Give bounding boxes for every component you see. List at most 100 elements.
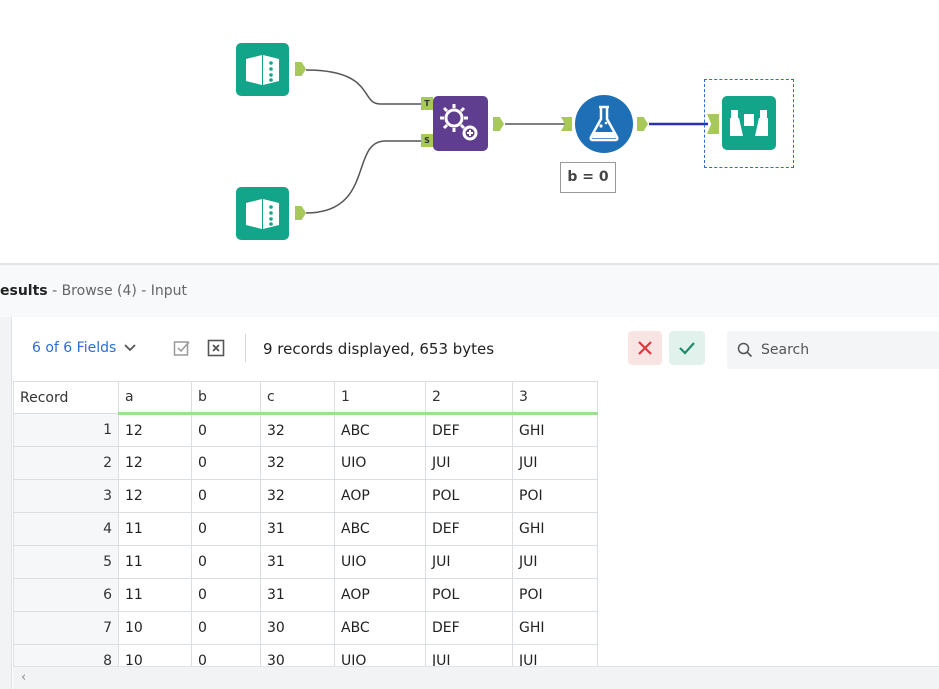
clear-square-icon[interactable] bbox=[207, 339, 225, 357]
browse-tool[interactable] bbox=[722, 96, 776, 150]
table-cell[interactable]: 12 bbox=[118, 479, 192, 513]
table-cell[interactable]: JUI bbox=[425, 644, 513, 666]
results-side-strip[interactable] bbox=[0, 317, 12, 689]
table-cell[interactable]: GHI bbox=[512, 512, 598, 546]
table-cell[interactable]: 0 bbox=[191, 611, 261, 645]
column-header-1[interactable]: 1 bbox=[334, 381, 426, 415]
column-header-2[interactable]: 2 bbox=[425, 381, 513, 415]
input-data-icon bbox=[246, 199, 279, 229]
table-row[interactable]: 2 12 0 32 UIO JUI JUI bbox=[13, 446, 598, 480]
results-table: Record a b c 1 2 3 1 12 0 32 ABC DEF GHI… bbox=[13, 381, 598, 666]
table-cell[interactable]: GHI bbox=[512, 611, 598, 645]
table-row[interactable]: 3 12 0 32 AOP POL POI bbox=[13, 479, 598, 513]
table-cell[interactable]: POL bbox=[425, 578, 513, 612]
table-cell[interactable]: 11 bbox=[118, 578, 192, 612]
search-box[interactable] bbox=[727, 331, 939, 369]
input-1-output-anchor[interactable] bbox=[295, 62, 306, 76]
table-cell[interactable]: POL bbox=[425, 479, 513, 513]
table-cell[interactable]: UIO bbox=[334, 446, 426, 480]
table-cell[interactable]: UIO bbox=[334, 644, 426, 666]
table-cell[interactable]: 0 bbox=[191, 413, 261, 447]
table-cell[interactable]: 0 bbox=[191, 446, 261, 480]
table-cell[interactable]: UIO bbox=[334, 545, 426, 579]
formula-tool[interactable] bbox=[575, 95, 633, 153]
table-cell[interactable]: 12 bbox=[118, 413, 192, 447]
table-cell[interactable]: 0 bbox=[191, 545, 261, 579]
table-row[interactable]: 8 10 0 30 UIO JUI JUI bbox=[13, 644, 598, 666]
search-input[interactable] bbox=[761, 339, 931, 361]
table-cell[interactable]: 31 bbox=[260, 545, 335, 579]
table-cell[interactable]: 12 bbox=[118, 446, 192, 480]
results-header: esults - Browse (4) - Input bbox=[0, 263, 939, 317]
table-cell[interactable]: JUI bbox=[425, 545, 513, 579]
input-data-tool-2[interactable] bbox=[236, 187, 289, 240]
input-2-output-anchor[interactable] bbox=[295, 206, 306, 220]
table-row[interactable]: 5 11 0 31 UIO JUI JUI bbox=[13, 545, 598, 579]
join-left-anchor[interactable]: T bbox=[421, 97, 433, 110]
table-cell[interactable]: 10 bbox=[118, 611, 192, 645]
column-header-3[interactable]: 3 bbox=[512, 381, 598, 415]
table-cell[interactable]: JUI bbox=[425, 446, 513, 480]
input-data-icon bbox=[246, 55, 279, 85]
column-header-b[interactable]: b bbox=[191, 381, 261, 415]
join-right-anchor[interactable]: S bbox=[421, 134, 433, 147]
table-cell[interactable]: 31 bbox=[260, 578, 335, 612]
record-number-cell: 7 bbox=[13, 611, 119, 645]
search-icon bbox=[737, 342, 753, 358]
record-number-cell: 5 bbox=[13, 545, 119, 579]
table-cell[interactable]: DEF bbox=[425, 413, 513, 447]
column-header-record[interactable]: Record bbox=[13, 381, 119, 414]
record-number-cell: 3 bbox=[13, 479, 119, 513]
table-cell[interactable]: 32 bbox=[260, 446, 335, 480]
table-cell[interactable]: DEF bbox=[425, 611, 513, 645]
apply-button[interactable] bbox=[669, 331, 705, 365]
check-square-icon[interactable] bbox=[173, 339, 191, 357]
table-cell[interactable]: 0 bbox=[191, 512, 261, 546]
input-data-tool-1[interactable] bbox=[236, 43, 289, 96]
workflow-canvas[interactable]: T S b = 0 bbox=[0, 0, 939, 263]
table-cell[interactable]: ABC bbox=[334, 413, 426, 447]
table-cell[interactable]: 30 bbox=[260, 644, 335, 666]
table-cell[interactable]: GHI bbox=[512, 413, 598, 447]
table-cell[interactable]: DEF bbox=[425, 512, 513, 546]
table-cell[interactable]: 0 bbox=[191, 479, 261, 513]
horizontal-scrollbar[interactable]: ‹ bbox=[13, 666, 939, 689]
browse-input-anchor[interactable] bbox=[707, 114, 719, 134]
table-row[interactable]: 1 12 0 32 ABC DEF GHI bbox=[13, 413, 598, 447]
table-row[interactable]: 4 11 0 31 ABC DEF GHI bbox=[13, 512, 598, 546]
table-header-row: Record a b c 1 2 3 bbox=[13, 381, 598, 415]
formula-input-anchor[interactable] bbox=[561, 117, 572, 131]
join-output-anchor[interactable] bbox=[493, 117, 504, 131]
formula-output-anchor[interactable] bbox=[637, 117, 648, 131]
table-cell[interactable]: AOP bbox=[334, 479, 426, 513]
toolbar-divider bbox=[245, 334, 246, 362]
table-cell[interactable]: 0 bbox=[191, 578, 261, 612]
chevron-left-icon[interactable]: ‹ bbox=[21, 670, 27, 685]
table-cell[interactable]: 11 bbox=[118, 512, 192, 546]
results-grid[interactable]: Record a b c 1 2 3 1 12 0 32 ABC DEF GHI… bbox=[13, 381, 939, 666]
table-cell[interactable]: JUI bbox=[512, 446, 598, 480]
table-cell[interactable]: 32 bbox=[260, 413, 335, 447]
table-cell[interactable]: AOP bbox=[334, 578, 426, 612]
table-cell[interactable]: 30 bbox=[260, 611, 335, 645]
column-header-c[interactable]: c bbox=[260, 381, 335, 415]
join-multiple-tool[interactable] bbox=[433, 96, 488, 151]
table-row[interactable]: 7 10 0 30 ABC DEF GHI bbox=[13, 611, 598, 645]
fields-dropdown[interactable]: 6 of 6 Fields bbox=[32, 340, 136, 356]
table-cell[interactable]: 0 bbox=[191, 644, 261, 666]
table-cell[interactable]: 32 bbox=[260, 479, 335, 513]
table-cell[interactable]: POI bbox=[512, 479, 598, 513]
table-row[interactable]: 6 11 0 31 AOP POL POI bbox=[13, 578, 598, 612]
table-cell[interactable]: ABC bbox=[334, 611, 426, 645]
table-cell[interactable]: 31 bbox=[260, 512, 335, 546]
close-x-icon bbox=[638, 341, 652, 355]
record-count-info: 9 records displayed, 653 bytes bbox=[263, 340, 495, 358]
column-header-a[interactable]: a bbox=[118, 381, 192, 415]
table-cell[interactable]: JUI bbox=[512, 545, 598, 579]
table-cell[interactable]: 10 bbox=[118, 644, 192, 666]
cancel-button[interactable] bbox=[628, 331, 662, 365]
table-cell[interactable]: JUI bbox=[512, 644, 598, 666]
table-cell[interactable]: POI bbox=[512, 578, 598, 612]
table-cell[interactable]: 11 bbox=[118, 545, 192, 579]
table-cell[interactable]: ABC bbox=[334, 512, 426, 546]
